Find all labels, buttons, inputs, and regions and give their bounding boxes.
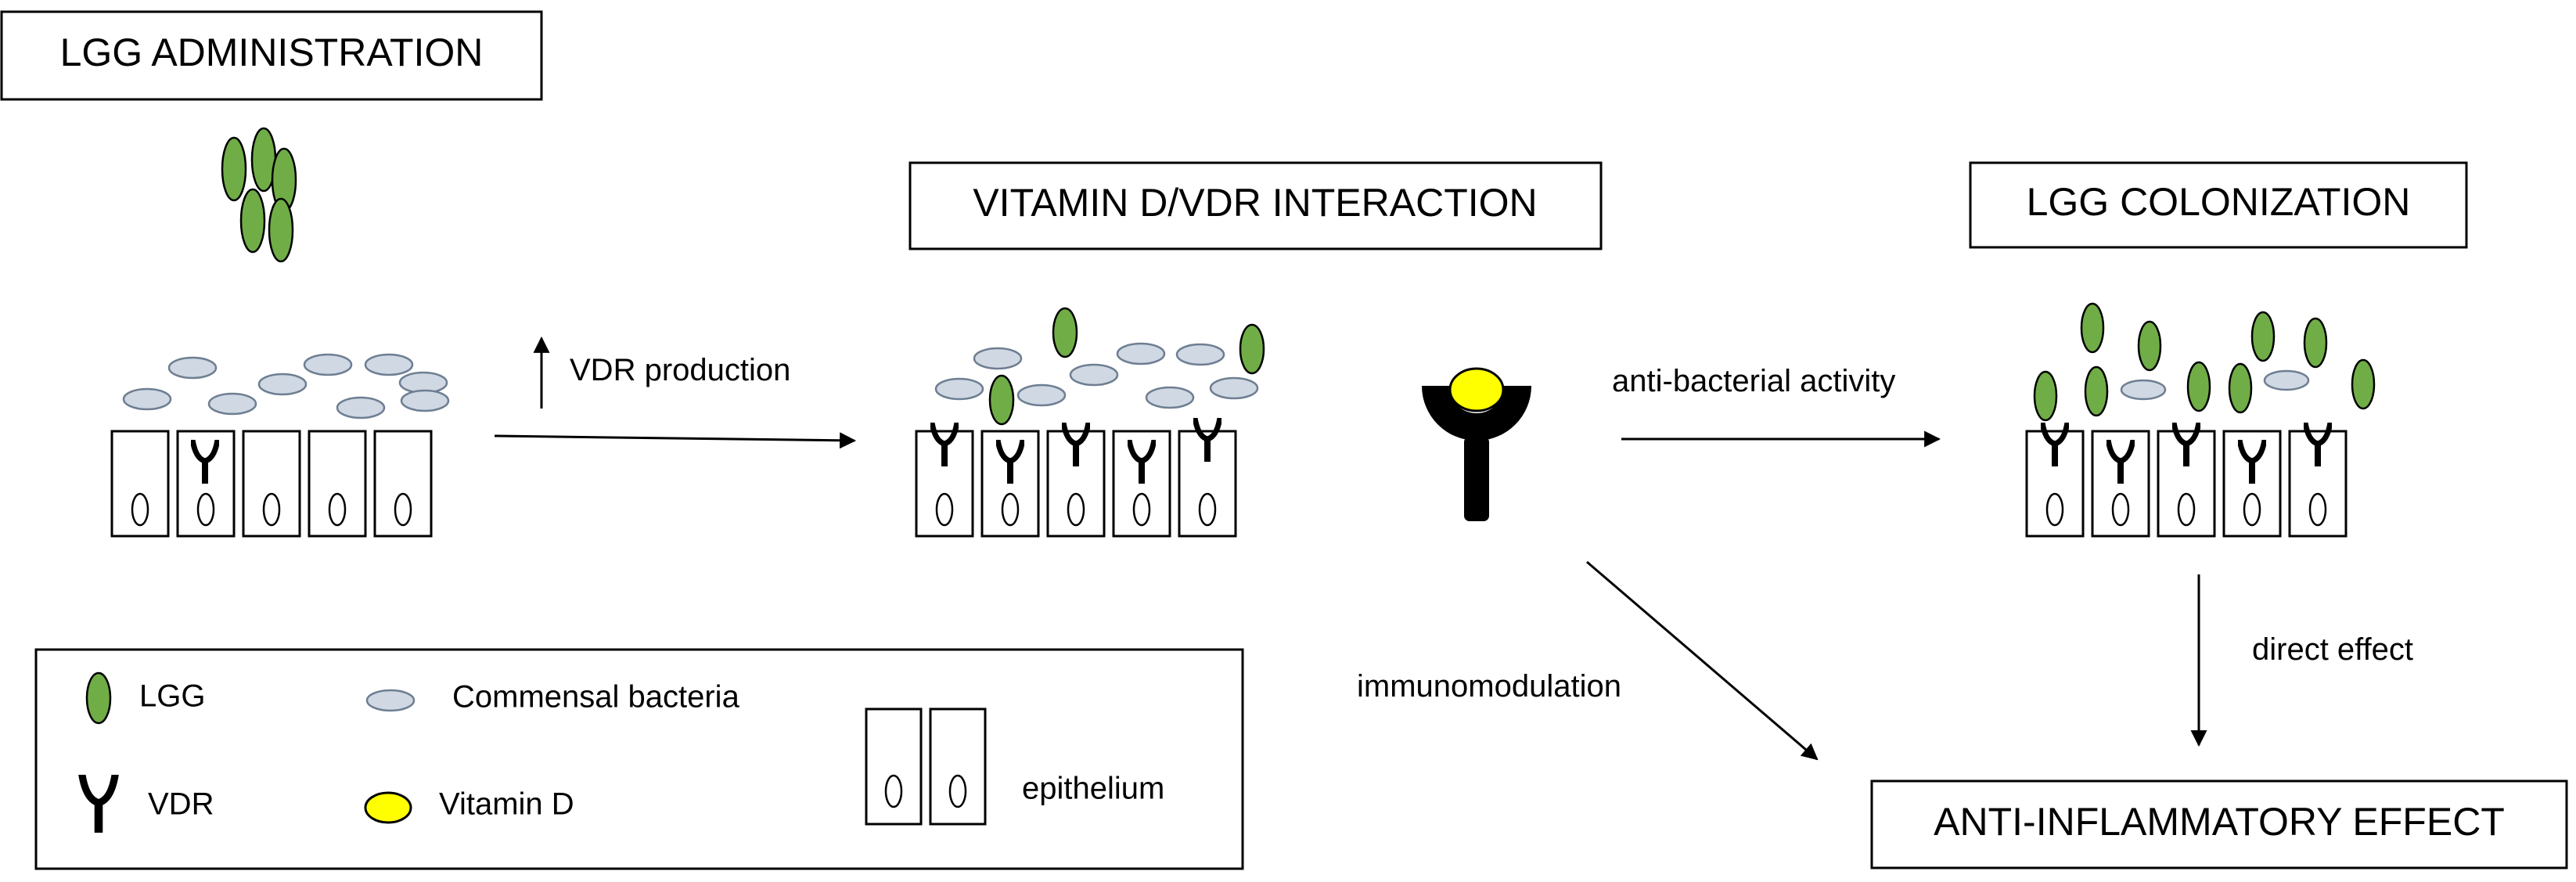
vdr-production-arrow: VDR production xyxy=(494,336,857,449)
vdr-receptor-icon xyxy=(1422,386,1531,441)
commensal-bacterium-icon xyxy=(365,689,416,712)
svg-text:LGG: LGG xyxy=(139,679,205,714)
lgg-bacterium-icon xyxy=(2084,365,2109,417)
commensal-bacterium-icon xyxy=(336,396,386,419)
commensal-bacterium-icon xyxy=(934,377,984,401)
commensal-bacterium-icon xyxy=(303,353,353,376)
commensal-bacterium-icon xyxy=(1209,376,1259,400)
commensal-bacterium-icon xyxy=(1116,342,1166,365)
commensal-bacterium-icon xyxy=(973,347,1023,370)
commensal-bacterium-icon xyxy=(1069,363,1119,387)
immunomodulation-arrow: immunomodulation xyxy=(1357,560,1819,761)
svg-text:LGG COLONIZATION: LGG COLONIZATION xyxy=(2027,180,2411,224)
commensal-bacterium-icon xyxy=(364,353,414,376)
lgg-bacterium-icon xyxy=(2351,358,2376,410)
commensal-bacterium-icon xyxy=(122,387,172,411)
svg-text:Vitamin D: Vitamin D xyxy=(439,787,574,822)
lgg-bacterium-icon xyxy=(2137,320,2162,372)
commensal-bacterium-icon xyxy=(2120,379,2167,401)
svg-text:direct effect: direct effect xyxy=(2252,632,2413,667)
epithelial-cell-icon xyxy=(980,430,1040,538)
lgg-bacterium-icon xyxy=(1239,323,1265,375)
lgg-bacterium-icon xyxy=(2303,317,2328,369)
direct-effect-arrow: direct effect xyxy=(2190,574,2413,747)
vitamin-d-vdr-complex xyxy=(1422,367,1531,521)
lgg-bacterium-icon xyxy=(2186,361,2211,412)
stage1-commensals xyxy=(122,353,450,419)
commensal-bacterium-icon xyxy=(2263,369,2310,391)
legend-item-vdr: VDR xyxy=(82,775,214,833)
commensal-bacterium-icon xyxy=(1016,383,1067,407)
interaction-title: VITAMIN D/VDR INTERACTION xyxy=(908,161,1603,250)
stage3-bacteria xyxy=(2033,302,2376,422)
colonization-title: LGG COLONIZATION xyxy=(1969,161,2468,249)
stage1-epithelium xyxy=(110,430,433,538)
stage2-epithelium xyxy=(915,418,1237,538)
svg-text:epithelium: epithelium xyxy=(1022,772,1164,806)
svg-text:LGG ADMINISTRATION: LGG ADMINISTRATION xyxy=(60,31,484,74)
commensal-bacterium-icon xyxy=(1175,343,1225,366)
commensal-bacterium-icon xyxy=(400,389,450,412)
legend: LGG Commensal bacteria VDR Vitamin D epi… xyxy=(34,648,1244,870)
vitamin-d-icon xyxy=(1448,367,1505,412)
antibacterial-arrow: anti-bacterial activity xyxy=(1612,364,1941,448)
commensal-bacterium-icon xyxy=(207,392,257,416)
lgg-bacterium-icon xyxy=(2033,370,2058,422)
lgg-bacterium-icon xyxy=(988,374,1015,426)
svg-text:VDR: VDR xyxy=(148,787,214,822)
lgg-cluster xyxy=(221,127,297,263)
lgg-bacterium-icon xyxy=(85,671,112,725)
commensal-bacterium-icon xyxy=(257,373,308,396)
lgg-bacterium-icon xyxy=(221,136,247,202)
legend-item-commensal: Commensal bacteria xyxy=(365,680,740,715)
commensal-bacterium-icon xyxy=(167,356,218,380)
legend-item-lgg: LGG xyxy=(85,671,205,725)
svg-text:immunomodulation: immunomodulation xyxy=(1357,669,1621,704)
svg-text:VITAMIN D/VDR INTERACTION: VITAMIN D/VDR INTERACTION xyxy=(973,181,1537,225)
stage3-epithelium xyxy=(2025,423,2348,538)
lgg-bacterium-icon xyxy=(239,188,266,254)
lgg-bacterium-icon xyxy=(2080,302,2105,354)
lgg-bacterium-icon xyxy=(2250,311,2276,362)
lgg-bacterium-icon xyxy=(268,197,294,263)
lgg-bacterium-icon xyxy=(1052,307,1078,358)
vitamin-d-icon xyxy=(364,791,412,824)
stage2-bacteria xyxy=(934,307,1265,426)
svg-text:Commensal bacteria: Commensal bacteria xyxy=(452,680,740,715)
legend-item-epithelium: epithelium xyxy=(865,707,1164,826)
lgg-bacterium-icon xyxy=(2228,362,2253,414)
effect-title: ANTI-INFLAMMATORY EFFECT xyxy=(1870,779,2568,869)
svg-text:anti-bacterial activity: anti-bacterial activity xyxy=(1612,364,1895,398)
administration-title: LGG ADMINISTRATION xyxy=(0,10,543,101)
commensal-bacterium-icon xyxy=(1145,386,1195,409)
svg-text:ANTI-INFLAMMATORY EFFECT: ANTI-INFLAMMATORY EFFECT xyxy=(1934,800,2505,844)
svg-text:VDR production: VDR production xyxy=(570,353,790,387)
legend-item-vitamin-d: Vitamin D xyxy=(364,787,574,824)
